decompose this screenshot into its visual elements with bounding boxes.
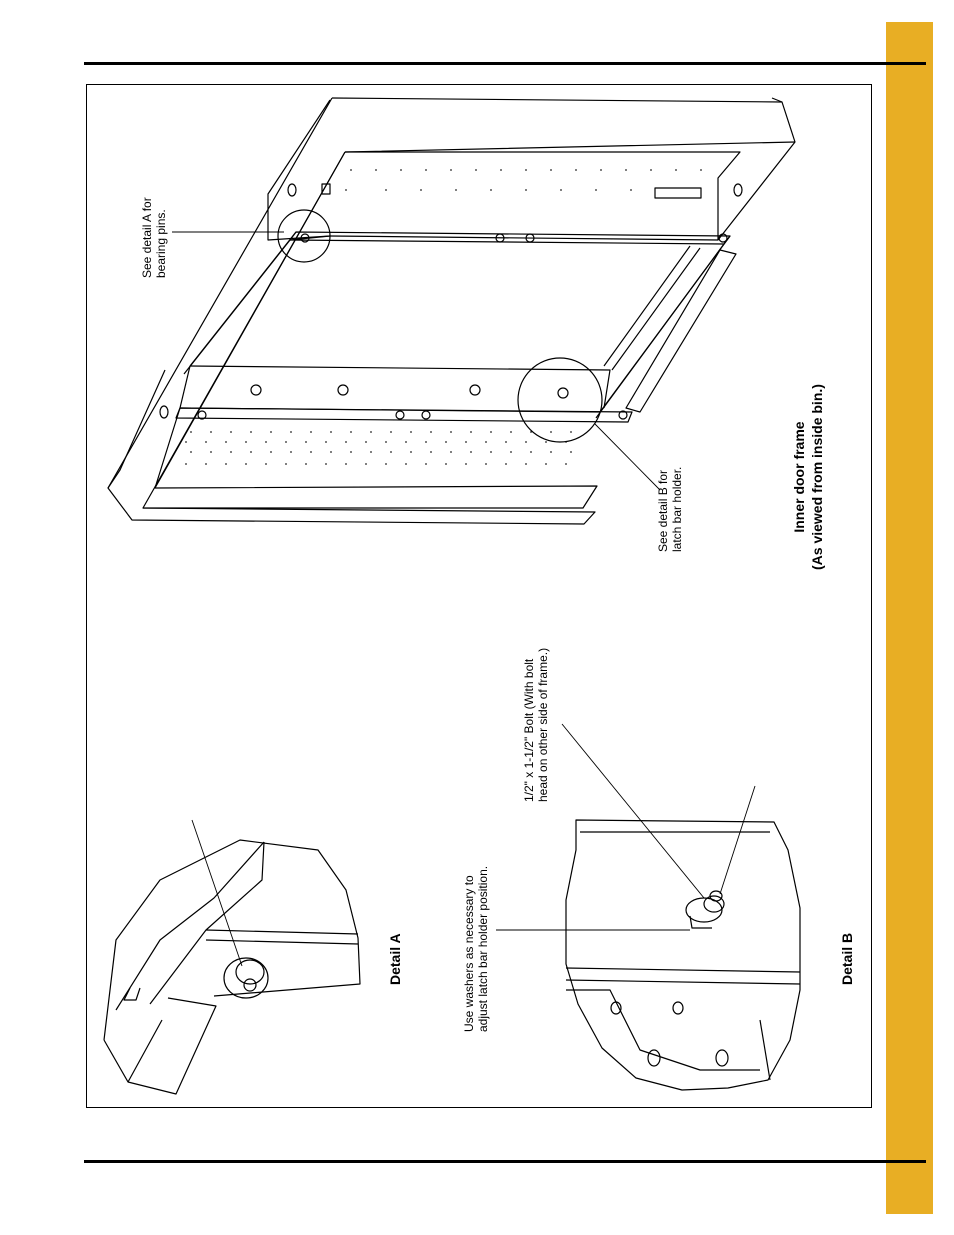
detail-a-illustration <box>103 819 361 1095</box>
detail-b-callout-label: See detail B for latch bar holder. <box>656 466 684 552</box>
washer-note: Use washers as necessary to adjust latch… <box>462 865 490 1032</box>
header-rule <box>84 62 926 65</box>
bolt-note: 1/2" x 1-1/2" Bolt (With bolt head on ot… <box>522 647 550 802</box>
detail-a-callout-label: See detail A for bearing pins. <box>140 197 168 278</box>
detail-b-title: Detail B <box>839 932 855 985</box>
figure-frame <box>86 84 872 1108</box>
footer-rule <box>84 1160 926 1163</box>
detail-b-illustration <box>496 723 801 1091</box>
frame-caption: Inner door frame (As viewed from inside … <box>791 384 825 570</box>
perforation-holes <box>185 169 702 465</box>
inner-door-frame-illustration <box>107 97 796 525</box>
detail-a-title: Detail A <box>387 933 403 985</box>
section-tab <box>886 22 933 1214</box>
